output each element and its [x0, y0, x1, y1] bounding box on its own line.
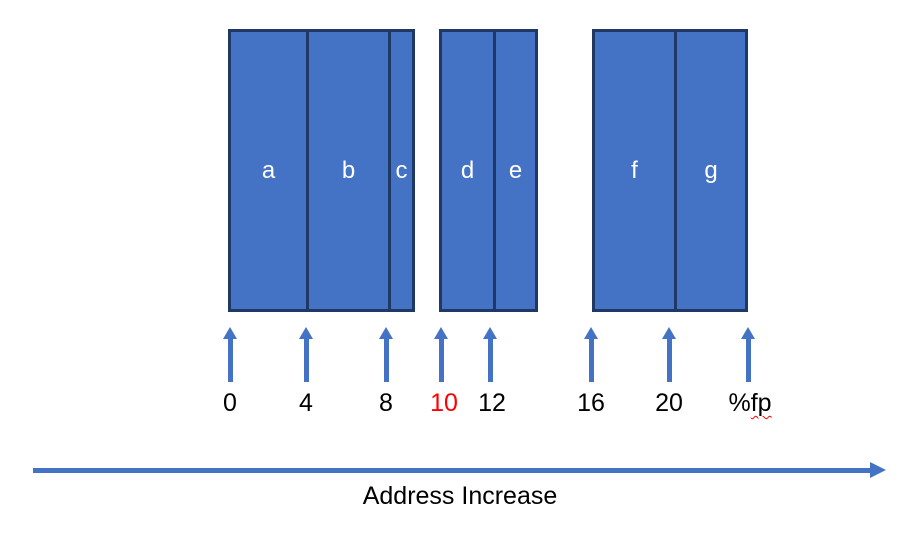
arrow-stem [383, 338, 389, 382]
address-label-4: 4 [299, 389, 313, 417]
arrow-stem [227, 338, 233, 382]
address-axis-arrow-head-icon [870, 462, 886, 478]
arrow-head [741, 327, 755, 339]
cell-label-e: e [508, 156, 523, 184]
memory-cell-c: c [388, 32, 412, 309]
address-label-12: 12 [478, 389, 506, 417]
arrow-stem [588, 338, 594, 382]
memory-block-group-fg: f g [592, 29, 748, 312]
address-label-fp: %fp [708, 389, 792, 418]
up-arrow-icon-10 [434, 327, 448, 382]
up-arrow-icon-16 [584, 327, 598, 382]
up-arrow-icon-fp [741, 327, 755, 382]
arrow-head [434, 327, 448, 339]
arrow-head [662, 327, 676, 339]
address-label-16: 16 [577, 389, 605, 417]
address-label-10: 10 [430, 389, 458, 417]
up-arrow-icon-12 [483, 327, 497, 382]
memory-cell-b: b [306, 32, 388, 309]
fp-word-misspelled: fp [750, 389, 772, 417]
memory-cell-f: f [595, 32, 674, 309]
arrow-stem [438, 338, 444, 382]
axis-caption: Address Increase [362, 482, 558, 510]
memory-cell-g: g [674, 32, 745, 309]
arrow-stem [745, 338, 751, 382]
memory-cell-d: d [442, 32, 493, 309]
arrow-head [223, 327, 237, 339]
memory-cell-e: e [493, 32, 535, 309]
up-arrow-icon-4 [299, 327, 313, 382]
memory-cell-a: a [231, 32, 306, 309]
arrow-head [379, 327, 393, 339]
cell-label-f: f [631, 156, 638, 184]
address-axis-arrow-stem [33, 468, 872, 473]
address-label-20: 20 [655, 389, 683, 417]
cell-label-c: c [395, 156, 408, 184]
cell-label-a: a [261, 156, 276, 184]
arrow-head [299, 327, 313, 339]
memory-block-group-de: d e [439, 29, 538, 312]
cell-label-g: g [704, 156, 718, 184]
up-arrow-icon-20 [662, 327, 676, 382]
arrow-stem [666, 338, 672, 382]
fp-prefix: % [728, 389, 751, 417]
up-arrow-icon-0 [223, 327, 237, 382]
arrow-head [483, 327, 497, 339]
memory-block-group-abc: a b c [228, 29, 415, 312]
arrow-head [584, 327, 598, 339]
address-label-0: 0 [223, 389, 237, 417]
arrow-stem [303, 338, 309, 382]
up-arrow-icon-8 [379, 327, 393, 382]
address-label-8: 8 [379, 389, 393, 417]
arrow-stem [487, 338, 493, 382]
cell-label-d: d [460, 156, 475, 184]
cell-label-b: b [341, 156, 356, 184]
